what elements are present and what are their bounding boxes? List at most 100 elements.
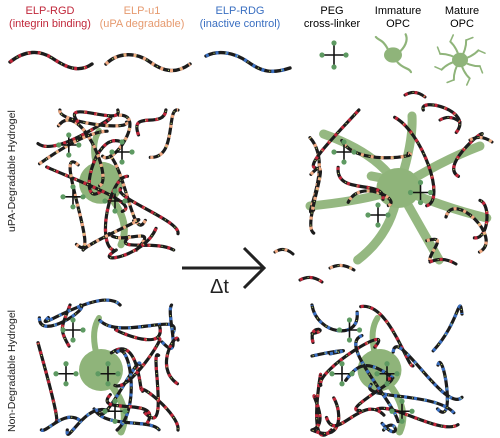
hydrogel-nondegradable-after-chain-17 — [354, 334, 400, 424]
hydrogel-nondegradable-before-chain-1 — [98, 318, 176, 335]
legend-chain-rdg-ticks — [205, 52, 291, 72]
hydrogel-degradable-after-chain-9-domains — [340, 139, 413, 160]
legend-elp-rgd-desc: (integrin binding) — [9, 18, 91, 30]
hydrogel-nondegradable-before-chain-14-domains — [114, 337, 162, 388]
hydrogel-degradable-before-chain-6 — [103, 174, 130, 252]
hydrogel-degradable-before-peg-1-node-0 — [102, 198, 108, 204]
hydrogel-nondegradable-after-peg-0 — [336, 317, 363, 343]
legend-immature-cell-process-2 — [399, 33, 408, 53]
hydrogel-nondegradable-before-chain-13-backbone — [43, 298, 122, 324]
legend-immature-opc: Immature OPC — [358, 5, 438, 31]
hydrogel-degradable-after-fragment-0 — [298, 275, 324, 284]
legend-peg-crosslinker-node-1 — [343, 52, 349, 58]
hydrogel-nondegradable-before-peg-1-node-2 — [105, 361, 111, 367]
hydrogel-degradable-before-chain-10-domains — [37, 116, 113, 148]
hydrogel-degradable-before-peg-1-node-1 — [122, 198, 128, 204]
hydrogel-degradable-before-chain-11-domains — [58, 109, 129, 128]
hydrogel-degradable-before-chain-13 — [68, 160, 87, 249]
hydrogel-degradable-before-peg-2-node-2 — [70, 184, 76, 190]
time-arrow-head — [242, 246, 267, 290]
hydrogel-degradable-after-cell-layer — [305, 111, 492, 265]
hydrogel-degradable-before-peg-3-node-3 — [119, 159, 125, 165]
hydrogel-degradable-after-chain-1 — [425, 237, 440, 262]
legend-mature-opc: Mature OPC — [424, 5, 500, 31]
hydrogel-nondegradable-after-chain-15-domains — [368, 383, 455, 414]
hydrogel-nondegradable-before-chain-7-domains — [161, 304, 175, 350]
hydrogel-nondegradable-before-chain-2 — [143, 353, 161, 420]
hydrogel-nondegradable-before-chain-17-domains — [40, 415, 81, 432]
hydrogel-nondegradable-after-peg-3-node-2 — [399, 398, 405, 404]
hydrogel-degradable-before-cell-process-1 — [107, 194, 128, 249]
hydrogel-degradable-after-chain-10 — [336, 165, 385, 201]
hydrogel-degradable-before-peg-1-node-3 — [112, 208, 118, 214]
hydrogel-nondegradable-after-peg-1-node-0 — [374, 371, 380, 377]
hydrogel-degradable-after-peg-0-node-0 — [331, 149, 337, 155]
hydrogel-nondegradable-before-peg-3 — [102, 398, 128, 424]
hydrogel-nondegradable-before-peg-2 — [53, 361, 79, 387]
hydrogel-nondegradable-after-chain-16 — [354, 377, 394, 413]
hydrogel-degradable-before-peg-0-node-2 — [66, 132, 72, 138]
hydrogel-degradable-after-peg-0-node-1 — [351, 149, 357, 155]
hydrogel-degradable-after-chain-5-domains — [346, 189, 393, 208]
hydrogel-nondegradable-after-chain-15 — [368, 382, 456, 415]
hydrogel-degradable-after-peg-0 — [331, 139, 357, 165]
hydrogel-degradable-after-fragment-0-domains — [299, 275, 323, 284]
hydrogel-nondegradable-after-peg-1-node-3 — [384, 381, 390, 387]
hydrogel-nondegradable-before-peg-3-node-3 — [112, 418, 118, 424]
hydrogel-nondegradable-before-peg-2-node-1 — [73, 371, 79, 377]
hydrogel-degradable-after-chain-11 — [309, 166, 322, 235]
hydrogel-nondegradable-before-cell-process-2 — [91, 315, 102, 355]
hydrogel-degradable-before-peg-2-node-0 — [60, 194, 66, 200]
hydrogel-degradable-after-chain-3-ticks — [309, 137, 320, 213]
hydrogel-nondegradable-before-peg-0 — [60, 317, 86, 343]
hydrogel-degradable-before-peg-0-node-1 — [76, 142, 82, 148]
hydrogel-nondegradable-before-chain-12-backbone — [164, 336, 180, 386]
legend-peg-name: PEG — [320, 5, 344, 17]
hydrogel-degradable-before-peg-0 — [56, 132, 82, 158]
legend-elp-rdg: ELP-RDG (inactive control) — [188, 5, 292, 31]
hydrogel-nondegradable-after-chain-5 — [310, 349, 346, 358]
hydrogel-degradable-before-chain-7-backbone — [107, 232, 146, 252]
hydrogel-degradable-before-chain-14-ticks — [108, 228, 157, 259]
hydrogel-nondegradable-before-peg-0-node-1 — [80, 327, 86, 333]
hydrogel-nondegradable-before-chain-10-ticks — [61, 304, 71, 347]
hydrogel-nondegradable-after-peg-3-node-3 — [399, 418, 405, 424]
hydrogel-degradable-before-peg-0-node-0 — [56, 142, 62, 148]
hydrogel-degradable-after-peg-1-node-3 — [375, 222, 381, 228]
hydrogel-nondegradable-after-chain-9-ticks — [432, 305, 463, 352]
hydrogel-nondegradable-after-chain-0 — [359, 304, 415, 368]
hydrogel-degradable-after-chain-1-backbone — [425, 237, 440, 262]
hydrogel-degradable-after-chain-7 — [444, 207, 488, 254]
hydrogel-nondegradable-after-chain-14-backbone — [319, 337, 381, 387]
hydrogel-nondegradable-before — [36, 298, 180, 436]
hydrogel-degradable-after-peg-1 — [365, 202, 391, 228]
legend-mature-cell-branch-0 — [479, 65, 484, 74]
hydrogel-degradable-after-peg-0-node-2 — [341, 139, 347, 145]
time-arrow-label: Δt — [210, 276, 229, 298]
legend-elp-rgd-name: ELP-RGD — [25, 5, 75, 17]
hydrogel-nondegradable-before-chain-15 — [115, 348, 133, 432]
legend-immature-desc: OPC — [386, 18, 410, 30]
hydrogel-nondegradable-after-chain-10 — [324, 407, 386, 428]
hydrogel-degradable-before-chain-4-domains — [45, 165, 128, 213]
hydrogel-nondegradable-after-peg-2-node-0 — [329, 371, 335, 377]
hydrogel-nondegradable-before-chain-9 — [65, 407, 110, 436]
hydrogel-degradable-before-chain-15-backbone — [38, 129, 109, 166]
hydrogel-degradable-after-chain-8-domains — [311, 108, 361, 170]
hydrogel-degradable-before-chain-16-backbone — [72, 108, 120, 125]
hydrogel-degradable-before-chain-9-ticks — [102, 114, 131, 159]
hydrogel-degradable-after-fragment-3 — [468, 135, 494, 144]
hydrogel-degradable-after-fragment-1-domains — [329, 263, 355, 272]
hydrogel-nondegradable-after-peg-3-node-1 — [409, 408, 415, 414]
hydrogel-degradable-before-chain-2 — [87, 139, 123, 196]
hydrogel-nondegradable-before-chain-6 — [140, 387, 180, 432]
hydrogel-degradable-after-fragment-1 — [328, 263, 356, 272]
legend-mature-desc: OPC — [450, 18, 474, 30]
hydrogel-degradable-before-peg-1-node-2 — [112, 188, 118, 194]
legend-icons — [8, 33, 486, 86]
hydrogel-degradable-before — [36, 108, 180, 260]
hydrogel-degradable-before-peg-2 — [60, 184, 86, 210]
legend-immature-cell-soma — [384, 47, 402, 63]
hydrogel-nondegradable-after-peg-0-node-2 — [346, 317, 353, 323]
hydrogel-degradable-before-chain-3 — [56, 118, 105, 188]
